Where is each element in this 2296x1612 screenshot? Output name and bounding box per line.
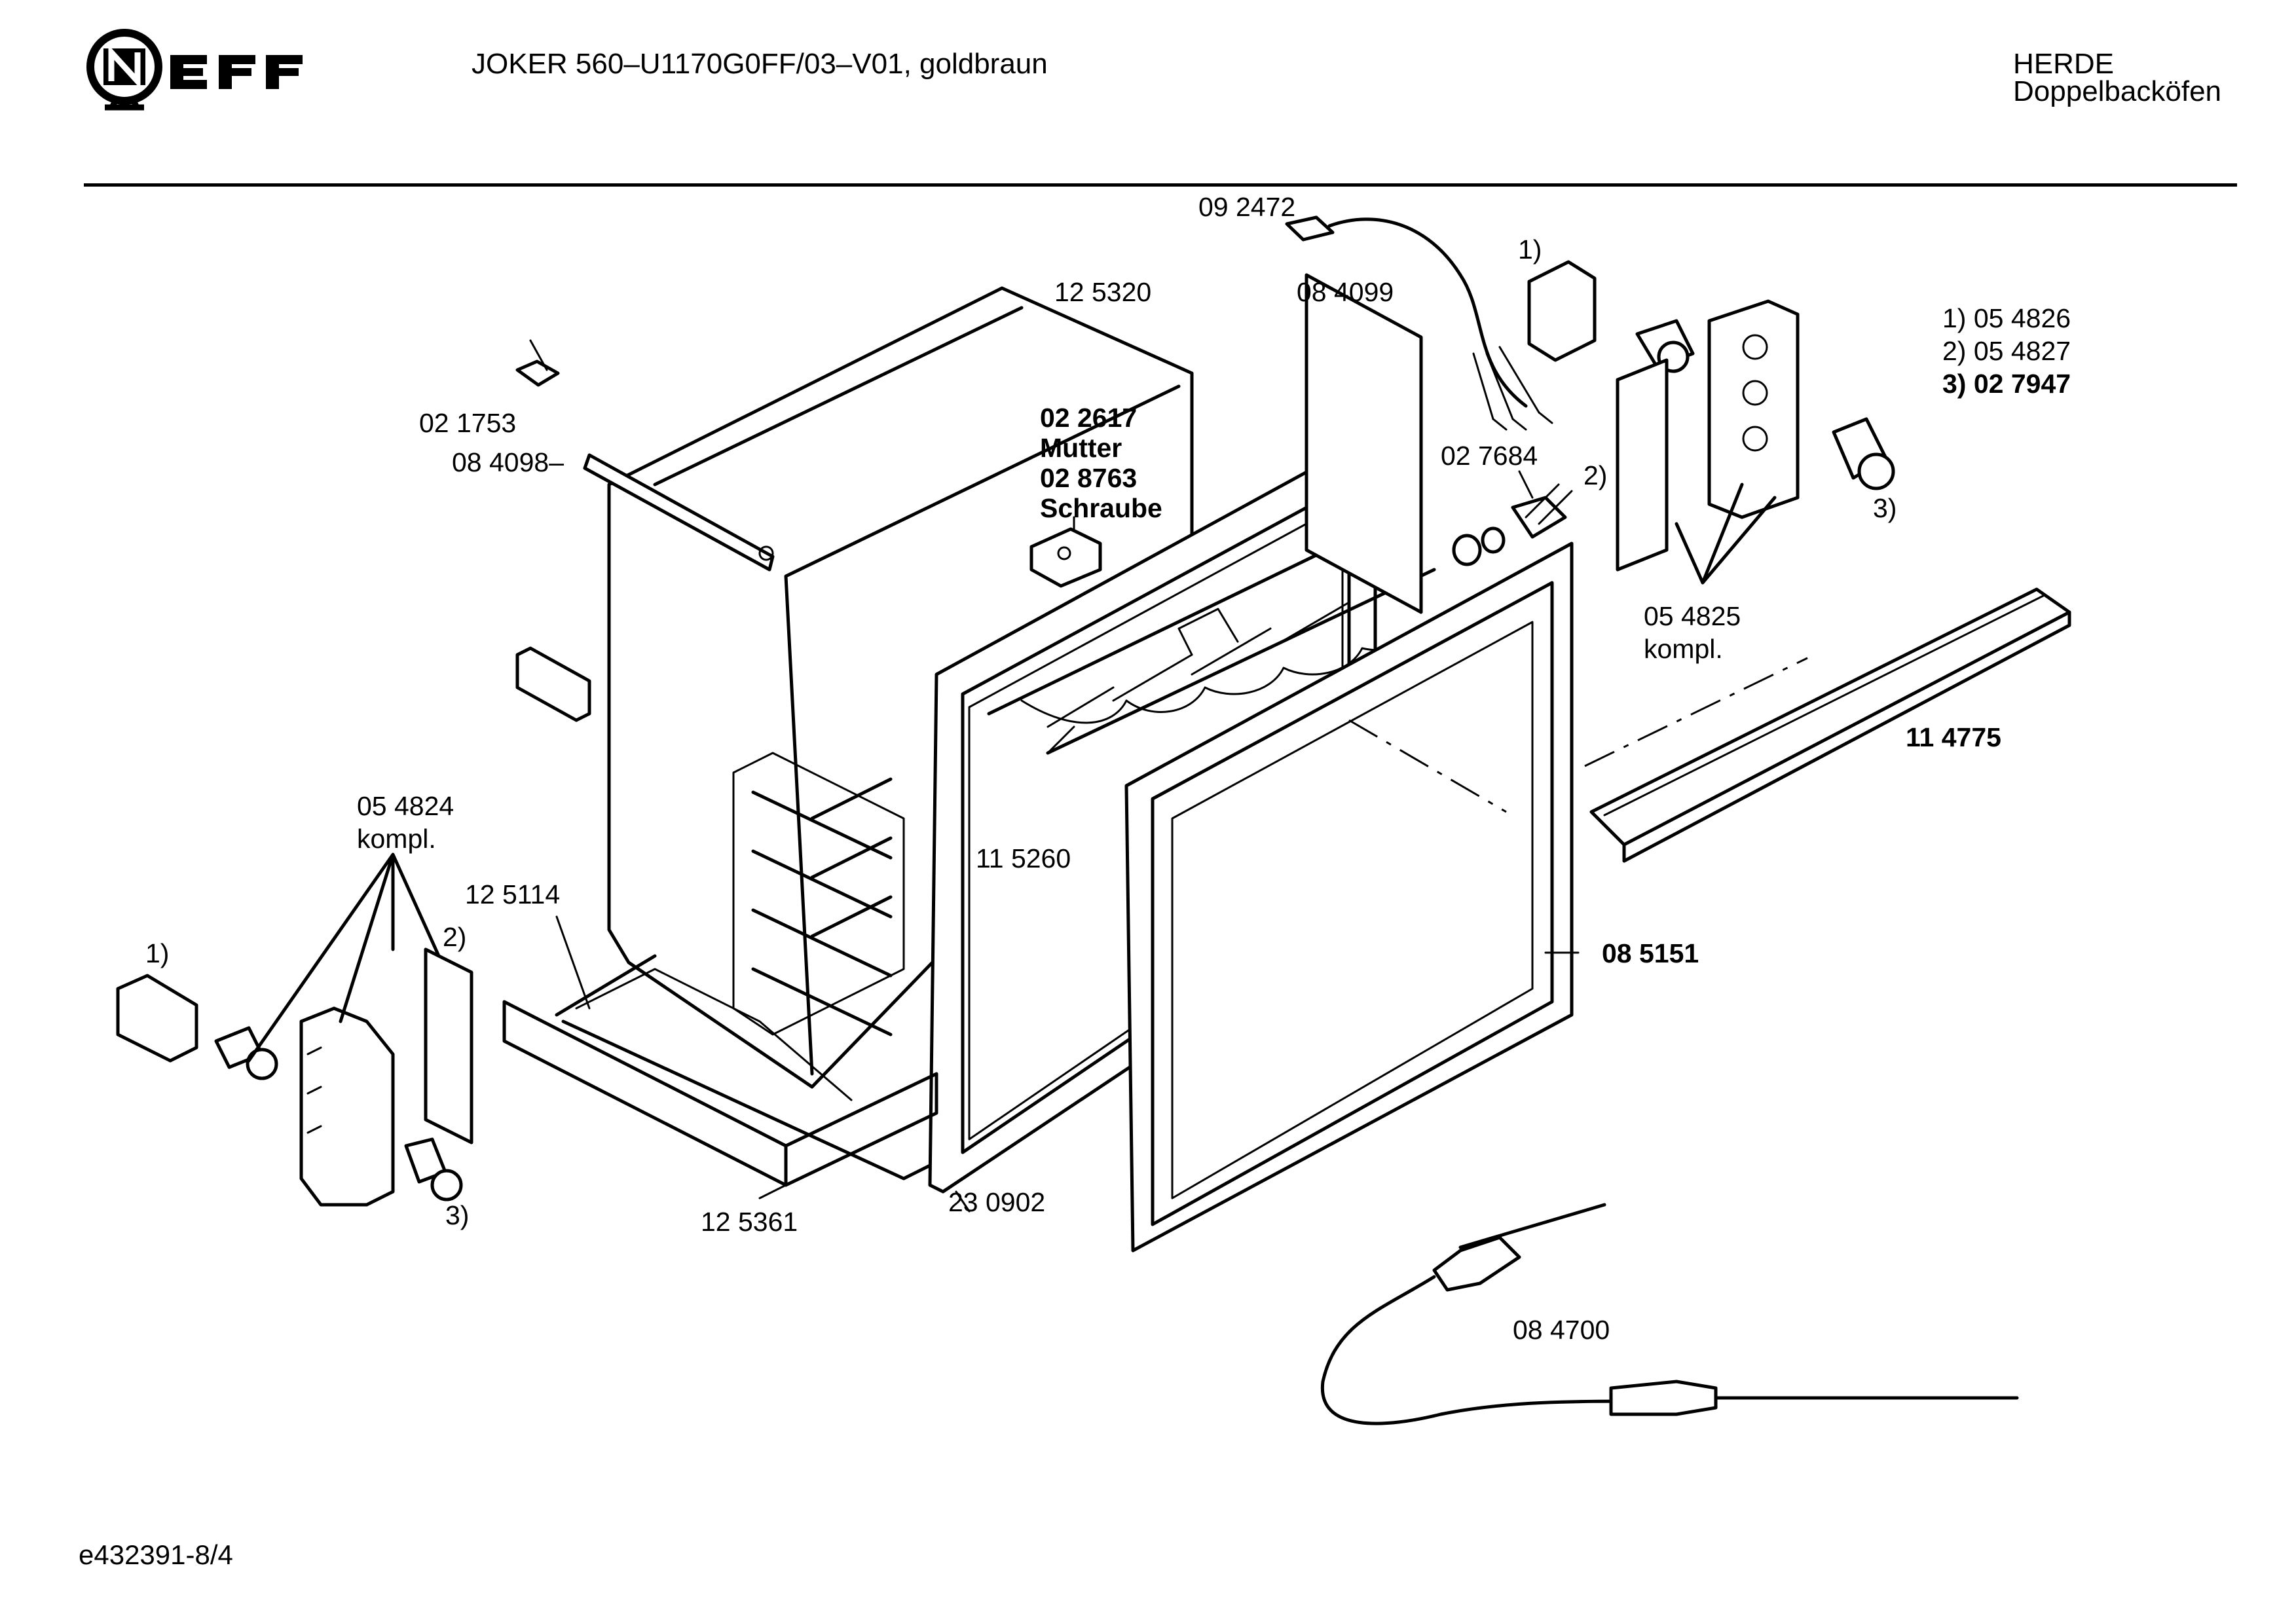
label-021753: 02 1753 <box>419 408 516 438</box>
left-control-group <box>116 852 473 1207</box>
label-note-1-left: 1) <box>145 938 169 968</box>
label-084098: 08 4098– <box>452 447 564 477</box>
label-note-2-top: 2) <box>1583 460 1607 490</box>
leader-lines <box>529 339 1580 1213</box>
label-022617: 02 2617 <box>1040 403 1137 433</box>
alignment-line <box>1348 657 1808 813</box>
oven-cavity <box>607 286 1194 1089</box>
header-divider <box>84 183 2237 187</box>
label-kompl-right: kompl. <box>1644 634 1723 664</box>
label-ref-3: 3) 02 7947 <box>1942 369 2071 399</box>
label-note-3-left: 3) <box>445 1200 469 1230</box>
label-schraube: Schraube <box>1040 493 1162 523</box>
right-control-group <box>1527 260 1895 585</box>
label-ref-2: 2) 05 4827 <box>1942 336 2071 366</box>
trim-strip <box>1589 587 2071 863</box>
label-kompl-left: kompl. <box>357 824 436 854</box>
label-note-3-top: 3) <box>1873 493 1897 523</box>
label-note-2-left: 2) <box>443 922 466 952</box>
neff-logo <box>86 29 303 111</box>
label-125320: 12 5320 <box>1054 277 1151 307</box>
label-125361: 12 5361 <box>701 1207 798 1237</box>
label-054824: 05 4824 <box>357 791 454 821</box>
label-027684: 02 7684 <box>1441 441 1538 471</box>
wiring-harness <box>1285 215 1553 431</box>
label-084700: 08 4700 <box>1513 1315 1610 1345</box>
label-114775: 11 4775 <box>1906 722 2001 752</box>
nut-and-screw <box>1029 527 1102 588</box>
label-note-1-top: 1) <box>1518 234 1542 265</box>
side-rail <box>583 453 775 572</box>
connector-02-7684 <box>1452 483 1573 566</box>
label-mutter: Mutter <box>1040 433 1122 463</box>
label-230902: 23 0902 <box>948 1187 1045 1217</box>
subcategory-title: Doppelbacköfen <box>2013 75 2222 107</box>
label-ref-1: 1) 05 4826 <box>1942 303 2071 333</box>
label-092472: 09 2472 <box>1198 192 1295 222</box>
temperature-probe <box>1320 1203 2019 1425</box>
label-054825: 05 4825 <box>1644 601 1741 631</box>
label-084099: 08 4099 <box>1297 277 1394 307</box>
label-028763: 02 8763 <box>1040 463 1137 493</box>
mounting-bracket <box>515 646 591 722</box>
door-seal <box>1124 541 1574 1253</box>
model-title: JOKER 560–U1170G0FF/03–V01, goldbraun <box>472 48 1048 80</box>
category-title: HERDE <box>2013 48 2115 80</box>
label-115260: 11 5260 <box>976 843 1071 873</box>
clip <box>515 359 560 387</box>
label-125114: 12 5114 <box>465 879 560 909</box>
document-id: e432391-8/4 <box>79 1539 233 1570</box>
label-085151: 08 5151 <box>1602 938 1699 968</box>
cover-plate <box>1305 273 1423 614</box>
part-labels: 09 2472 12 5320 08 4099 1) 1) 05 4826 2)… <box>145 192 2071 1345</box>
